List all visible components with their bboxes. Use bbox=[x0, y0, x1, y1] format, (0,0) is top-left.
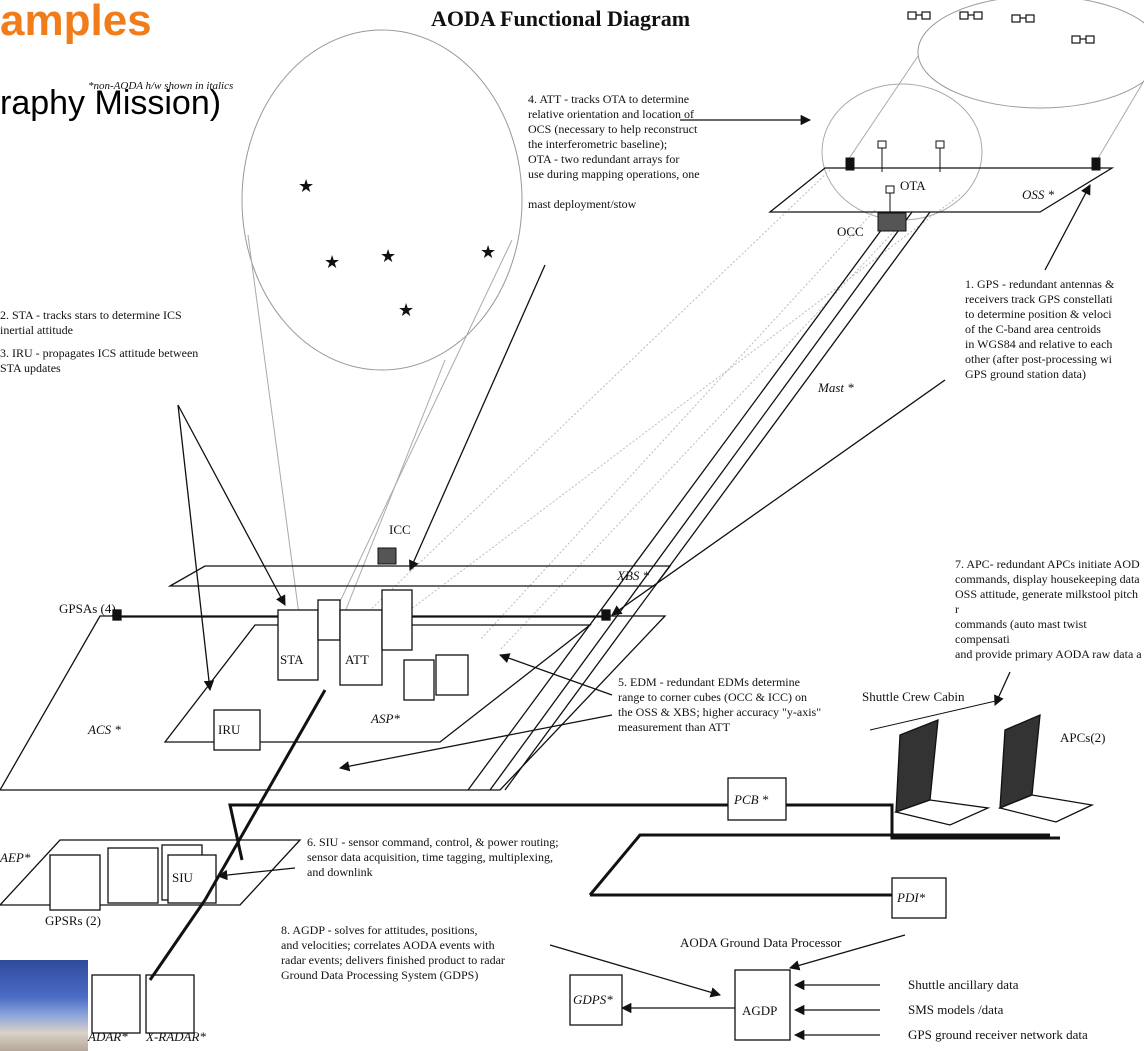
label-occ: OCC bbox=[837, 224, 864, 240]
label-xbs: XBS * bbox=[617, 568, 649, 584]
label-apcs: APCs(2) bbox=[1060, 730, 1106, 746]
att-box bbox=[340, 610, 382, 685]
label-input-shuttle: Shuttle ancillary data bbox=[908, 977, 1018, 993]
sta-view-cone bbox=[335, 240, 512, 612]
gps-constellation-ellipse bbox=[918, 0, 1144, 108]
label-att: ATT bbox=[345, 652, 369, 668]
edm-box bbox=[404, 660, 434, 700]
annotation-edm: 5. EDM - redundant EDMs determine range … bbox=[618, 675, 821, 735]
gps-satellite-icon bbox=[1072, 36, 1094, 43]
label-pdi: PDI* bbox=[897, 890, 925, 906]
label-ota: OTA bbox=[900, 178, 926, 194]
edm-box bbox=[436, 655, 468, 695]
sta-view-cone bbox=[345, 360, 445, 612]
label-acs: ACS * bbox=[88, 722, 121, 738]
label-icc: ICC bbox=[389, 522, 411, 538]
label-sta: STA bbox=[280, 652, 304, 668]
label-oss: OSS * bbox=[1022, 187, 1054, 203]
sta-view-cone bbox=[248, 235, 300, 622]
siu-arrow bbox=[218, 868, 295, 876]
star-icon: ★ bbox=[398, 300, 414, 321]
star-field-ellipse bbox=[242, 30, 522, 370]
label-shuttle-crew-cabin: Shuttle Crew Cabin bbox=[862, 689, 965, 705]
label-radar-left: ADAR* bbox=[88, 1029, 128, 1045]
label-agdp: AGDP bbox=[742, 1003, 777, 1019]
label-radar-right: X-RADAR* bbox=[146, 1029, 206, 1045]
annotation-att: 4. ATT - tracks OTA to determine relativ… bbox=[528, 92, 700, 212]
ota-view-ellipse bbox=[822, 84, 982, 220]
label-input-sms: SMS models /data bbox=[908, 1002, 1003, 1018]
apc-laptop bbox=[1000, 715, 1040, 808]
label-gpsrs: GPSRs (2) bbox=[45, 913, 101, 929]
label-siu: SIU bbox=[172, 870, 193, 886]
occ-cube bbox=[878, 213, 906, 231]
star-icon: ★ bbox=[298, 176, 314, 197]
sta-arrow bbox=[178, 405, 285, 605]
annotation-siu: 6. SIU - sensor command, control, & powe… bbox=[307, 835, 559, 880]
label-input-gps: GPS ground receiver network data bbox=[908, 1027, 1088, 1043]
edm-arrow bbox=[500, 655, 612, 695]
data-cable bbox=[590, 835, 1050, 895]
apc-laptop bbox=[896, 720, 938, 812]
annotation-agdp: 8. AGDP - solves for attitudes, position… bbox=[281, 923, 505, 983]
iru-arrow bbox=[178, 405, 210, 690]
label-pcb: PCB * bbox=[734, 792, 768, 808]
gps-satellite-icon bbox=[1012, 15, 1034, 22]
gps-satellite-icon bbox=[960, 12, 982, 19]
gps-satellite-icon bbox=[908, 12, 930, 19]
star-icon: ★ bbox=[380, 246, 396, 267]
label-asp: ASP* bbox=[371, 711, 400, 727]
sta-box bbox=[278, 610, 318, 680]
annotation-apc: 7. APC- redundant APCs initiate AOD comm… bbox=[955, 557, 1144, 662]
label-mast: Mast * bbox=[818, 380, 854, 396]
apc-arrow bbox=[995, 672, 1010, 705]
annotation-sta: 2. STA - tracks stars to determine ICS i… bbox=[0, 308, 182, 338]
gpsa-antenna bbox=[602, 610, 610, 620]
att-arrow bbox=[410, 265, 545, 570]
label-iru: IRU bbox=[218, 722, 240, 738]
mast-gps-arrow bbox=[612, 380, 945, 615]
mountain-photo bbox=[0, 960, 88, 1051]
xbs-platform bbox=[170, 566, 670, 586]
label-agdp-header: AODA Ground Data Processor bbox=[680, 935, 841, 951]
star-icon: ★ bbox=[324, 252, 340, 273]
acs-platform bbox=[0, 616, 665, 790]
label-aep: AEP* bbox=[0, 850, 30, 866]
icc-cube bbox=[378, 548, 396, 564]
annotation-iru: 3. IRU - propagates ICS attitude between… bbox=[0, 346, 198, 376]
label-gpsas: GPSAs (4) bbox=[59, 601, 116, 617]
annotation-gps: 1. GPS - redundant antennas & receivers … bbox=[965, 277, 1114, 382]
label-gdps: GDPS* bbox=[573, 992, 613, 1008]
oss-platform bbox=[770, 168, 1112, 212]
star-icon: ★ bbox=[480, 242, 496, 263]
